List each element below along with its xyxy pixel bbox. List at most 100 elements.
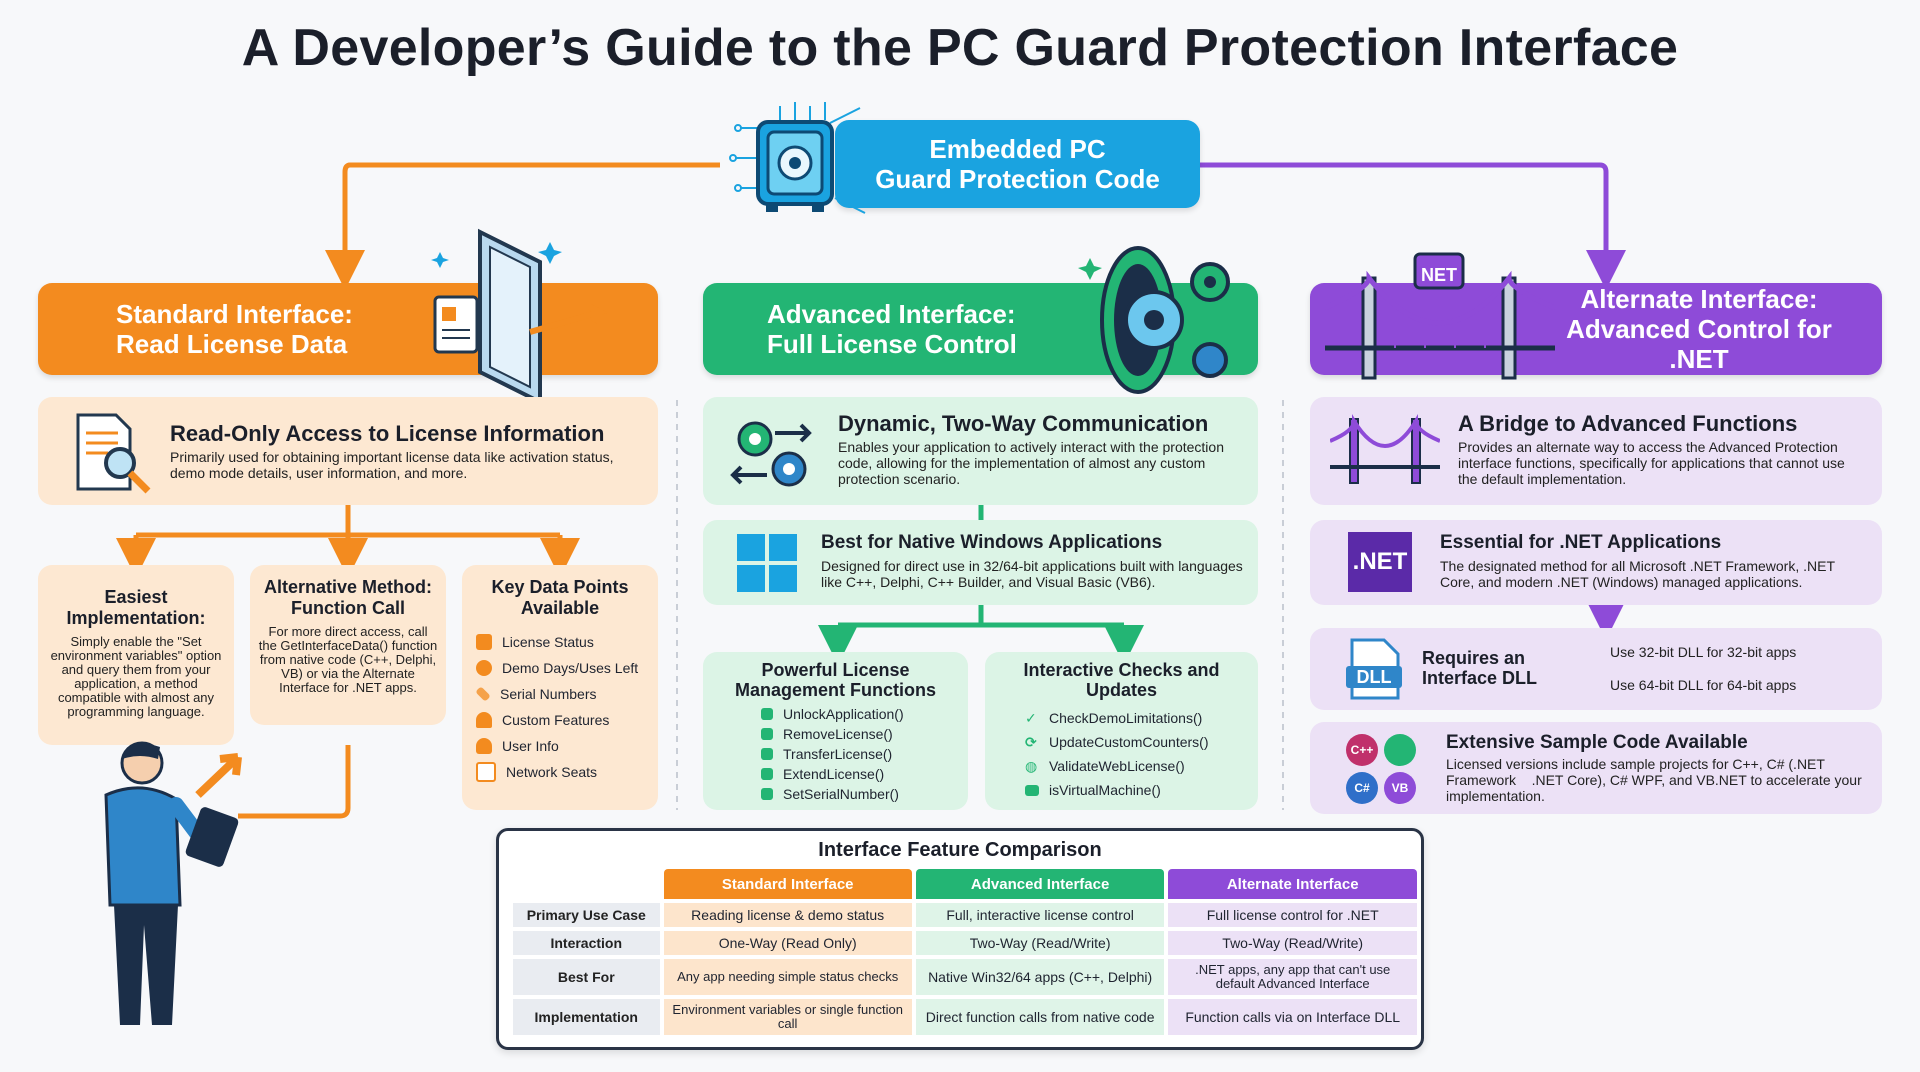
mgmt-list: UnlockApplication() RemoveLicense() Tran… <box>761 704 954 804</box>
table-cell: Two-Way (Read/Write) <box>915 931 1165 955</box>
dll-32-note: Use 32-bit DLL for 32-bit apps <box>1610 644 1797 660</box>
row-label: Primary Use Case <box>513 903 660 927</box>
read-only-panel: Read-Only Access to License Information … <box>38 397 658 505</box>
dll-badge: DLL <box>1356 667 1392 687</box>
table-cell: Function calls via on Interface DLL <box>1168 999 1417 1035</box>
core-line2: Guard Protection Code <box>875 164 1160 194</box>
page-title: A Developer’s Guide to the PC Guard Prot… <box>241 19 1679 77</box>
key-icon <box>761 708 773 720</box>
table-cell: Full license control for .NET <box>1168 903 1417 927</box>
pen-icon <box>761 788 773 800</box>
key-data-list: License Status Demo Days/Uses Left Seria… <box>475 629 644 785</box>
mgmt-item: ExtendLicense() <box>761 764 954 784</box>
table-cell: Two-Way (Read/Write) <box>1168 931 1417 955</box>
gears-arrows-icon <box>730 421 812 487</box>
row-label: Best For <box>513 959 660 995</box>
advanced-banner-line1: Advanced Interface: <box>767 299 1016 329</box>
essential-panel: .NET Essential for .NET Applications The… <box>1310 520 1882 605</box>
standard-banner: Standard Interface: Read License Data <box>38 283 658 375</box>
key-data-item: Demo Days/Uses Left <box>476 655 644 681</box>
standard-banner-line1: Standard Interface: <box>116 299 353 329</box>
alternative-panel: Alternative Method: Function Call For mo… <box>250 565 446 725</box>
checks-panel: Interactive Checks and Updates ✓CheckDem… <box>985 652 1258 810</box>
header-alternate: Alternate Interface <box>1168 869 1417 899</box>
dll-file-icon <box>1346 638 1402 700</box>
connector-standard-branch <box>133 505 563 555</box>
bridge-icon <box>1325 252 1555 380</box>
mgmt-item: RemoveLicense() <box>761 724 954 744</box>
table-cell: Full, interactive license control <box>915 903 1165 927</box>
alternate-banner-line2: Advanced Control for .NET <box>1566 314 1832 374</box>
easiest-title: Easiest Implementation: <box>66 587 206 628</box>
essential-desc: The designated method for all Microsoft … <box>1440 558 1835 590</box>
connector-person <box>238 745 351 819</box>
dll-title: Requires an Interface DLL <box>1422 648 1538 688</box>
read-only-desc: Primarily used for obtaining important l… <box>170 449 614 481</box>
calendar-icon <box>476 634 492 650</box>
mgmt-title: Powerful License Management Functions <box>734 660 936 700</box>
key-data-item: License Status <box>476 629 644 655</box>
dynamic-panel: Dynamic, Two-Way Communication Enables y… <box>703 397 1258 505</box>
comparison-header-row: Standard Interface Advanced Interface Al… <box>513 869 1417 899</box>
key-data-item: Serial Numbers <box>475 681 644 707</box>
safe-icon <box>729 102 870 214</box>
mgmt-item: TransferLicense() <box>761 744 954 764</box>
mgmt-item: UnlockApplication() <box>761 704 954 724</box>
comparison-table: Standard Interface Advanced Interface Al… <box>509 865 1421 1039</box>
user-icon <box>476 738 492 754</box>
bridge-title: A Bridge to Advanced Functions <box>1458 411 1798 436</box>
key-data-item: Custom Features <box>476 707 644 733</box>
table-cell: Native Win32/64 apps (C++, Delphi) <box>915 959 1165 995</box>
monitor-icon <box>476 762 496 782</box>
table-cell: .NET apps, any app that can't use defaul… <box>1168 959 1417 995</box>
mgmt-panel: Powerful License Management Functions Un… <box>703 652 968 810</box>
header-advanced: Advanced Interface <box>915 869 1165 899</box>
checks-list: ✓CheckDemoLimitations() ⟳UpdateCustomCou… <box>1025 706 1244 802</box>
trash-icon <box>761 728 773 740</box>
table-cell: One-Way (Read Only) <box>663 931 912 955</box>
checks-item: ✓CheckDemoLimitations() <box>1025 710 1203 726</box>
table-cell: Any app needing simple status checks <box>663 959 912 995</box>
checks-item: ◍ValidateWebLicense() <box>1025 758 1185 774</box>
easiest-panel: Easiest Implementation: Simply enable th… <box>38 565 234 745</box>
bridge-desc: Provides an alternate way to access the … <box>1458 439 1845 487</box>
sample-desc: Licensed versions include sample project… <box>1446 756 1866 804</box>
extend-icon <box>761 768 773 780</box>
header-standard: Standard Interface <box>663 869 912 899</box>
bridge-small-icon <box>1330 413 1440 484</box>
core-line1: Embedded PC <box>929 134 1106 164</box>
row-label: Implementation <box>513 999 660 1035</box>
key-data-item: User Info <box>476 733 644 759</box>
dll-panel: DLL Requires an Interface DLL Use 32-bit… <box>1310 628 1882 710</box>
developer-figure <box>104 741 242 1025</box>
dll-64-note: Use 64-bit DLL for 64-bit apps <box>1610 677 1797 693</box>
table-row: Interaction One-Way (Read Only) Two-Way … <box>513 931 1417 955</box>
comparison-title: Interface Feature Comparison <box>818 839 1102 861</box>
clock-icon <box>476 660 492 676</box>
core-banner: Embedded PC Guard Protection Code <box>835 120 1200 208</box>
table-cell: Reading license & demo status <box>663 903 912 927</box>
standard-banner-line2: Read License Data <box>116 329 348 359</box>
windows-logo-icon <box>737 534 797 592</box>
windows-desc: Designed for direct use in 32/64-bit app… <box>821 558 1243 590</box>
advanced-banner-line2: Full License Control <box>767 329 1017 359</box>
checks-item: isVirtualMachine() <box>1025 778 1244 802</box>
connector-advanced-branch <box>835 622 1127 640</box>
net-logo-icon: .NET <box>1348 532 1412 592</box>
alternate-banner: Alternate Interface: Advanced Control fo… <box>1310 283 1882 375</box>
comparison-card: Interface Feature Comparison Standard In… <box>496 828 1424 1050</box>
alternate-banner-line1: Alternate Interface: <box>1580 284 1818 314</box>
sample-title: Extensive Sample Code Available <box>1446 732 1748 753</box>
net-badge: NET <box>1421 265 1457 285</box>
vm-icon <box>1025 784 1039 796</box>
mgmt-item: SetSerialNumber() <box>761 784 954 804</box>
checks-title: Interactive Checks and Updates <box>1023 660 1220 700</box>
table-row: Implementation Environment variables or … <box>513 999 1417 1035</box>
key-data-panel: Key Data Points Available License Status… <box>462 565 658 810</box>
easiest-desc: Simply enable the "Set environment varia… <box>50 634 222 719</box>
table-row: Best For Any app needing simple status c… <box>513 959 1417 995</box>
vb-badge-icon: VB <box>1384 772 1416 804</box>
transfer-icon <box>761 748 773 760</box>
ribbon-icon <box>476 712 492 728</box>
key-data-item: Network Seats <box>476 759 644 785</box>
